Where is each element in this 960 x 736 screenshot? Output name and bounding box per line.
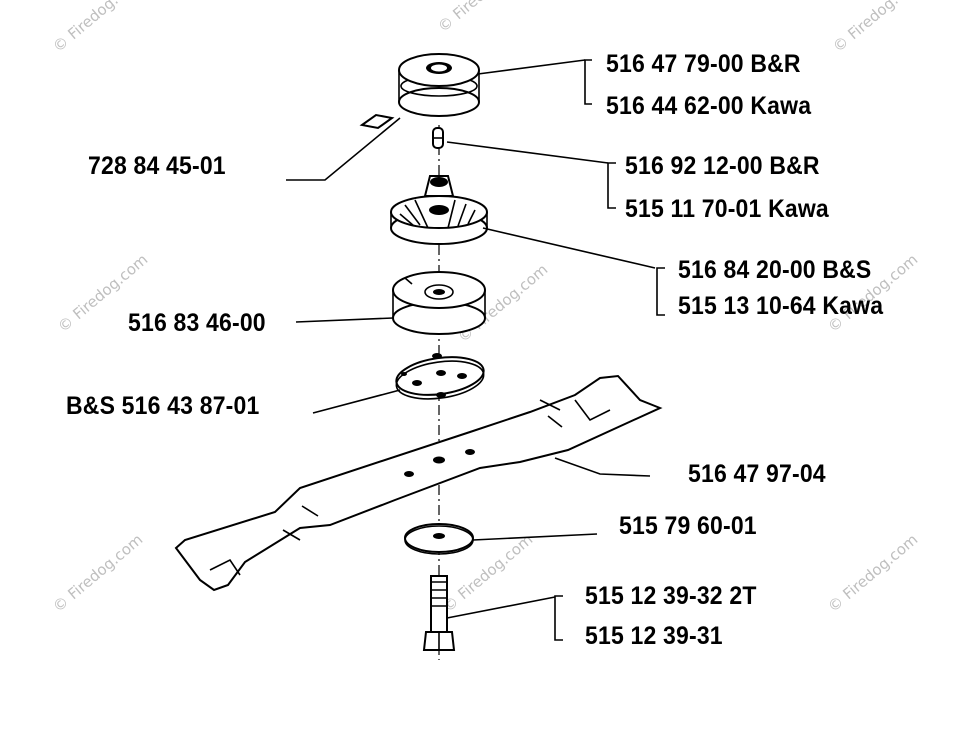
bolt-part [422,575,456,651]
adapter-part [390,175,488,245]
bolt-label: 515 12 39-31 [585,622,723,650]
plate-part [395,353,485,400]
hub-bs-label: 516 84 20-00 B&S [678,256,872,284]
adapter-kawa-label: 515 11 70-01 Kawa [625,195,829,223]
plate-bs-label: B&S 516 43 87-01 [66,392,260,420]
key-label: 728 84 45-01 [88,152,226,180]
blade-part [174,374,663,592]
key-part [359,113,444,149]
bolt-2t-label: 515 12 39-32 2T [585,582,757,610]
spacer-kawa-label: 516 44 62-00 Kawa [606,92,812,120]
pulley-label: 516 83 46-00 [128,309,266,337]
washer-part [404,523,474,555]
adapter-br-label: 516 92 12-00 B&R [625,152,820,180]
blade-label: 516 47 97-04 [688,460,826,488]
hub-kawa-label: 515 13 10-64 Kawa [678,292,884,320]
leader-lines [286,59,665,641]
spacer-br-label: 516 47 79-00 B&R [606,50,801,78]
pulley-part [392,271,486,335]
washer-label: 515 79 60-01 [619,512,757,540]
spacer-part [398,53,480,117]
